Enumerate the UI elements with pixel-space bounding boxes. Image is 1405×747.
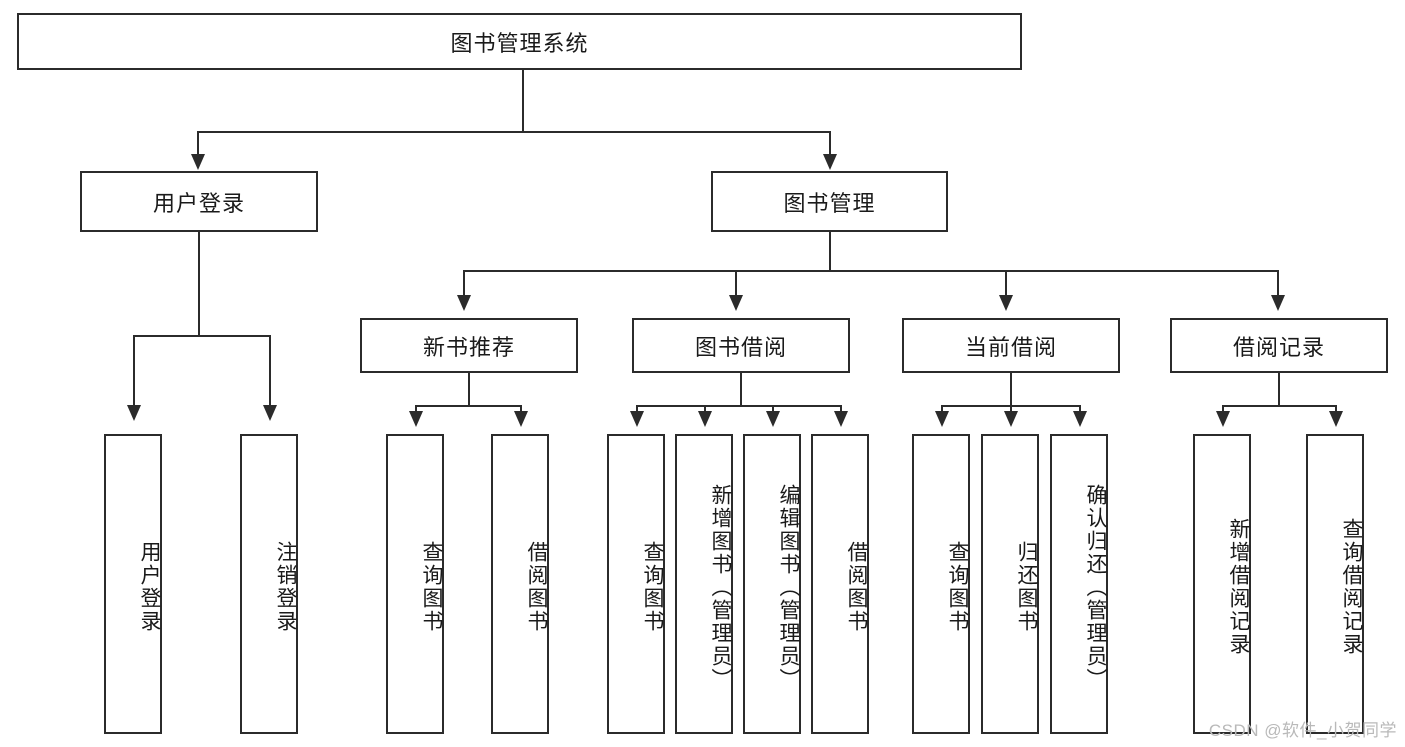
leaf-borrow-book-newbook[interactable]: 借阅图书: [491, 434, 549, 734]
arrow-down-icon: [1271, 295, 1285, 311]
node-label: 图书借阅: [694, 334, 787, 360]
leaf-add-book-admin[interactable]: 新增图书（管理员）: [675, 434, 733, 734]
leaf-edit-book-admin[interactable]: 编辑图书（管理员）: [743, 434, 801, 734]
node-label: 当前借阅: [964, 334, 1057, 360]
node-root-system[interactable]: 图书管理系统: [17, 13, 1022, 70]
leaf-add-borrow-record[interactable]: 新增借阅记录: [1193, 434, 1251, 734]
node-label: 用户登录: [138, 541, 161, 633]
node-label: 查询图书: [641, 541, 664, 633]
node-new-book-recommend[interactable]: 新书推荐: [360, 318, 578, 373]
connector-current-borrow-stem: [1010, 373, 1012, 406]
node-label: 查询图书: [420, 541, 443, 633]
leaf-query-book-current[interactable]: 查询图书: [912, 434, 970, 734]
leaf-logout[interactable]: 注销登录: [240, 434, 298, 734]
node-label: 新增图书（管理员）: [709, 483, 732, 691]
connector-borrow-record-bus: [1222, 405, 1336, 407]
node-label: 确认归还（管理员）: [1084, 483, 1107, 691]
leaf-return-book[interactable]: 归还图书: [981, 434, 1039, 734]
node-label: 借阅记录: [1232, 334, 1325, 360]
connector-book-mgmt-stem: [829, 232, 831, 271]
arrow-down-icon: [1216, 411, 1230, 427]
connector-to-leaf-logout: [269, 335, 271, 407]
arrow-down-icon: [698, 411, 712, 427]
node-current-borrow[interactable]: 当前借阅: [902, 318, 1120, 373]
connector-to-leaf-user-login: [133, 335, 135, 407]
arrow-down-icon: [263, 405, 277, 421]
connector-new-book-stem: [468, 373, 470, 406]
connector-book-borrow-stem: [740, 373, 742, 406]
node-label: 借阅图书: [845, 541, 868, 633]
connector-root-stem: [522, 70, 524, 132]
connector-to-new-book: [463, 270, 465, 297]
arrow-down-icon: [935, 411, 949, 427]
connector-to-current-borrow: [1005, 270, 1007, 297]
leaf-query-book-borrow[interactable]: 查询图书: [607, 434, 665, 734]
connector-root-to-user-login: [197, 131, 199, 156]
connector-to-book-borrow: [735, 270, 737, 297]
connector-borrow-record-stem: [1278, 373, 1280, 406]
node-label: 图书管理: [783, 190, 876, 216]
arrow-down-icon: [1004, 411, 1018, 427]
watermark-text: CSDN @软件_小贺同学: [1208, 721, 1397, 740]
node-label: 新书推荐: [422, 334, 515, 360]
connector-to-borrow-record: [1277, 270, 1279, 297]
connector-root-to-book-mgmt: [829, 131, 831, 156]
arrow-down-icon: [457, 295, 471, 311]
connector-user-login-stem: [198, 232, 200, 336]
arrow-down-icon: [823, 154, 837, 170]
leaf-query-book-newbook[interactable]: 查询图书: [386, 434, 444, 734]
leaf-query-borrow-record[interactable]: 查询借阅记录: [1306, 434, 1364, 734]
arrow-down-icon: [1329, 411, 1343, 427]
connector-level3-bus: [463, 270, 1279, 272]
node-book-management[interactable]: 图书管理: [711, 171, 948, 232]
arrow-down-icon: [766, 411, 780, 427]
leaf-borrow-book[interactable]: 借阅图书: [811, 434, 869, 734]
leaf-user-login[interactable]: 用户登录: [104, 434, 162, 734]
node-label: 查询图书: [946, 541, 969, 633]
connector-root-bus: [197, 131, 831, 133]
arrow-down-icon: [409, 411, 423, 427]
node-label: 新增借阅记录: [1227, 518, 1250, 656]
connector-book-borrow-bus: [636, 405, 840, 407]
arrow-down-icon: [514, 411, 528, 427]
node-label: 注销登录: [274, 541, 297, 633]
arrow-down-icon: [191, 154, 205, 170]
arrow-down-icon: [999, 295, 1013, 311]
node-user-login[interactable]: 用户登录: [80, 171, 318, 232]
node-label: 归还图书: [1015, 541, 1038, 633]
node-borrow-record[interactable]: 借阅记录: [1170, 318, 1388, 373]
node-label: 图书管理系统: [450, 30, 589, 56]
node-label: 查询借阅记录: [1340, 518, 1363, 656]
arrow-down-icon: [1073, 411, 1087, 427]
node-label: 编辑图书（管理员）: [777, 483, 800, 691]
arrow-down-icon: [630, 411, 644, 427]
node-label: 借阅图书: [525, 541, 548, 633]
connector-new-book-bus: [415, 405, 521, 407]
node-book-borrow[interactable]: 图书借阅: [632, 318, 850, 373]
arrow-down-icon: [127, 405, 141, 421]
node-label: 用户登录: [152, 190, 245, 216]
connector-user-login-bus: [133, 335, 270, 337]
arrow-down-icon: [729, 295, 743, 311]
leaf-confirm-return-admin[interactable]: 确认归还（管理员）: [1050, 434, 1108, 734]
arrow-down-icon: [834, 411, 848, 427]
